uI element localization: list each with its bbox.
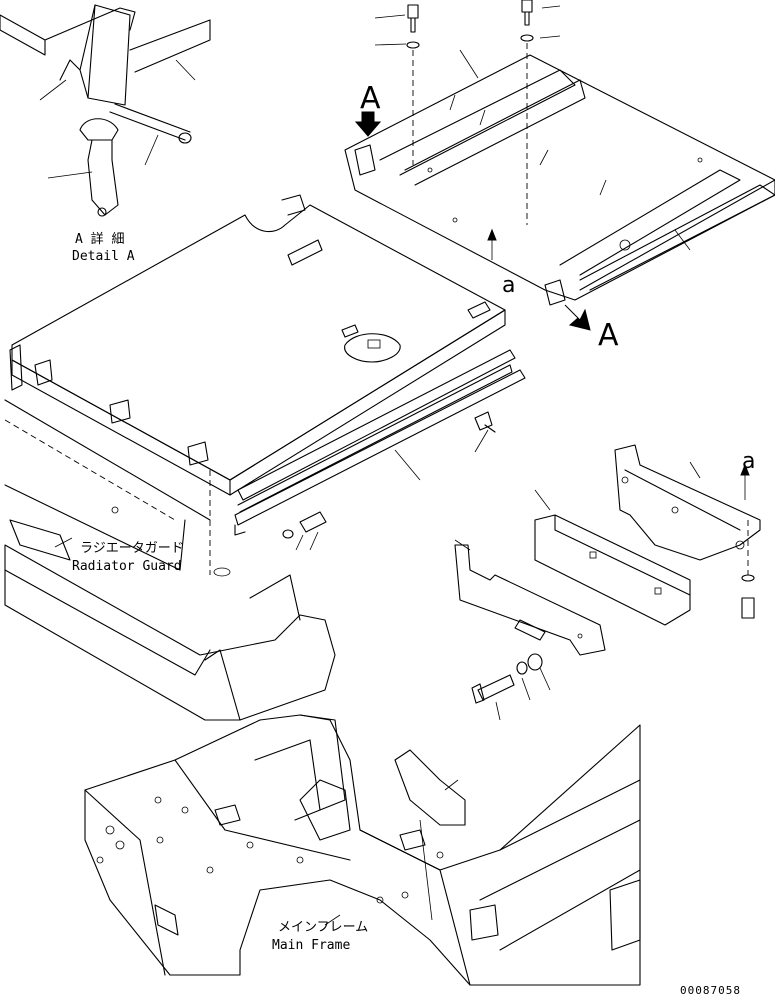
- ref-a-label-lower: a: [742, 449, 755, 474]
- radiator-guard-label-en: Radiator Guard: [72, 559, 182, 574]
- main-frame-label-en: Main Frame: [272, 938, 350, 953]
- side-brackets: a: [454, 444, 761, 721]
- drawing-number: 00087058: [680, 984, 741, 997]
- main-frame-label-jp: メインフレーム: [278, 920, 368, 935]
- detail-a-label-jp: A 詳 細: [75, 231, 124, 247]
- detail-a-label-en: Detail A: [72, 249, 135, 264]
- top-cover-panel: A A a: [344, 0, 775, 353]
- view-a-label-top: A: [360, 81, 381, 116]
- radiator-guard-assembly: ラジエータガード Radiator Guard: [4, 399, 336, 721]
- main-frame: メインフレーム Main Frame: [84, 714, 641, 986]
- radiator-guard-label-jp: ラジエータガード: [80, 541, 184, 556]
- detail-a-view: A 詳 細 Detail A: [0, 4, 211, 264]
- view-a-label-right: A: [598, 318, 619, 353]
- ref-a-label-upper: a: [502, 273, 515, 298]
- guard-rails: [234, 349, 526, 551]
- radiator-guard-cover: [9, 194, 506, 496]
